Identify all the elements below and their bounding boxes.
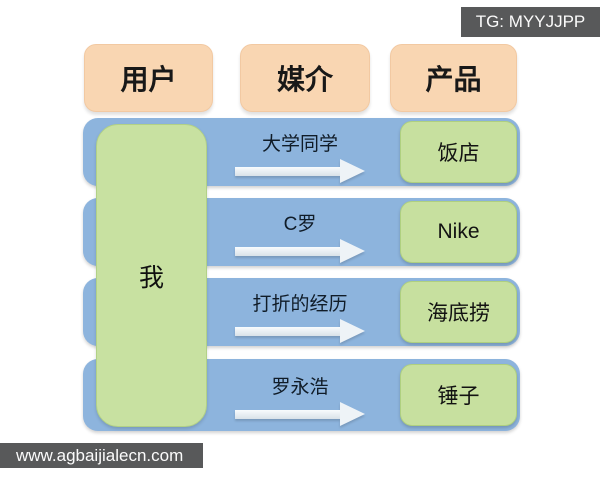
- user-node: 我: [96, 124, 207, 427]
- arrow-right-icon: [235, 319, 365, 343]
- arrow-right-icon: [235, 239, 365, 263]
- watermark-bottom-left: www.agbaijialecn.com: [0, 443, 203, 468]
- arrow-head: [340, 402, 365, 426]
- medium-label-3: 打折的经历: [252, 294, 348, 315]
- header-product: 产品: [390, 44, 517, 112]
- header-user: 用户: [84, 44, 213, 112]
- arrow-right-icon: [235, 402, 365, 426]
- header-medium: 媒介: [240, 44, 370, 112]
- arrow-right-icon: [235, 159, 365, 183]
- medium-group-3: 打折的经历: [225, 294, 375, 343]
- product-node-3: 海底捞: [400, 281, 517, 343]
- medium-group-1: 大学同学: [225, 134, 375, 183]
- product-node-2: Nike: [400, 201, 517, 263]
- watermark-top-right: TG: MYYJJPP: [461, 7, 600, 37]
- medium-label-4: 罗永浩: [271, 377, 329, 398]
- medium-label-2: C罗: [283, 214, 317, 235]
- arrow-body: [235, 409, 340, 419]
- arrow-head: [340, 159, 365, 183]
- arrow-head: [340, 239, 365, 263]
- arrow-body: [235, 246, 340, 256]
- product-node-4: 锤子: [400, 364, 517, 426]
- arrow-body: [235, 166, 340, 176]
- arrow-body: [235, 326, 340, 336]
- medium-label-1: 大学同学: [261, 134, 338, 155]
- product-node-1: 饭店: [400, 121, 517, 183]
- medium-group-2: C罗: [225, 214, 375, 263]
- medium-group-4: 罗永浩: [225, 377, 375, 426]
- arrow-head: [340, 319, 365, 343]
